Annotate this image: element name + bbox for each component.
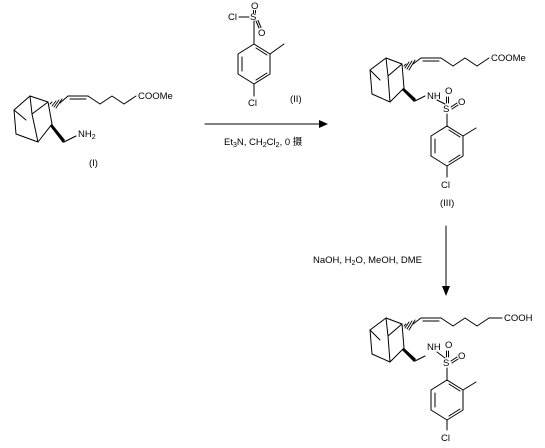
arrow2-conditions-label: NaOH, H2O, MeOH, DME xyxy=(313,255,422,267)
arrow1-conditions-label: Et3N, CH2Cl2, 0 摄 xyxy=(224,136,303,149)
reagent-label: (II) xyxy=(290,94,302,105)
compound-I-label: (I) xyxy=(89,158,98,169)
product-o-atom-2: O xyxy=(458,351,465,362)
compound-III-structure: COOMe NH S O O Cl (III) xyxy=(369,53,526,209)
compound-III-ester-label: COOMe xyxy=(491,53,526,64)
compound-I-ester-label: COOMe xyxy=(138,91,173,102)
product-structure: COOH NH S O O Cl xyxy=(369,313,533,444)
product-o-atom-1: O xyxy=(445,340,452,351)
reaction-arrow-1: Et3N, CH2Cl2, 0 摄 xyxy=(204,120,328,149)
compound-I-structure: COOMe NH2 (I) xyxy=(13,91,173,169)
product-acid-label: COOH xyxy=(504,313,533,324)
reagent-para-cl-atom: Cl xyxy=(248,98,257,109)
reagent-o-atom-1: O xyxy=(251,1,258,12)
compound-III-s-atom: S xyxy=(443,104,449,115)
product-nh-label: NH xyxy=(427,342,441,353)
compound-III-label: (III) xyxy=(440,198,454,209)
reagent-s-atom: S xyxy=(250,12,256,23)
product-cl-atom: Cl xyxy=(441,433,450,444)
reagent-sulfonyl-chloride: Cl S O O Cl (II) xyxy=(228,1,302,109)
compound-III-nh-label: NH xyxy=(427,91,441,102)
reagent-cl-atom: Cl xyxy=(228,12,237,23)
compound-I-amine-label: NH2 xyxy=(78,129,96,141)
compound-III-o-atom-2: O xyxy=(458,97,465,108)
reagent-o-atom-2: O xyxy=(258,28,265,39)
reaction-arrow-2: NaOH, H2O, MeOH, DME xyxy=(313,225,450,296)
compound-III-o-atom-1: O xyxy=(445,86,452,97)
product-s-atom: S xyxy=(443,358,449,369)
compound-III-cl-atom: Cl xyxy=(441,180,450,191)
